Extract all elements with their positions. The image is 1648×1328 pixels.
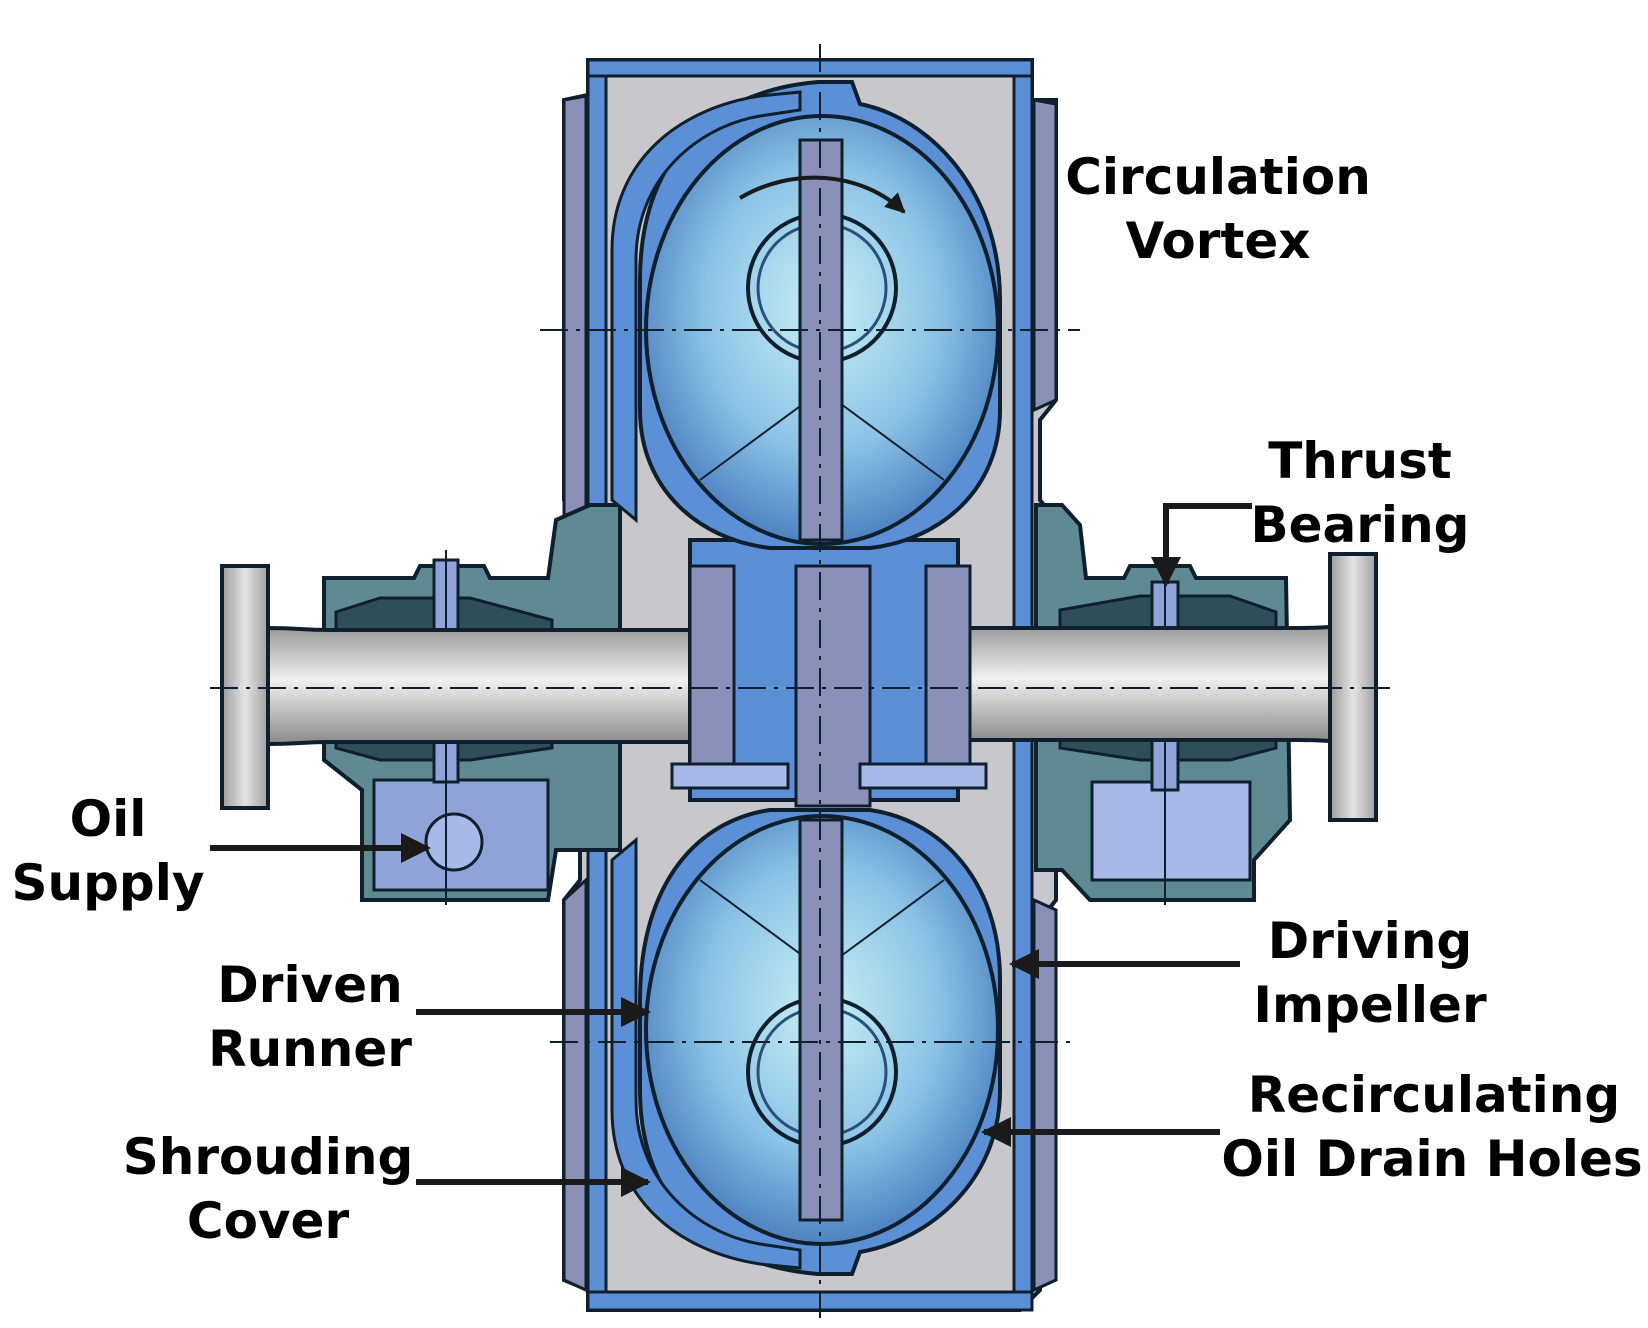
- label-thrust-line2: Bearing: [1251, 496, 1470, 554]
- circulation-arrow: [738, 175, 906, 214]
- label-circulation-line1: Circulation: [1065, 148, 1371, 206]
- callout-arrows: [210, 503, 1252, 1197]
- labels: Circulation Vortex Thrust Bearing Oil Su…: [12, 148, 1643, 1250]
- right-shaft: [918, 623, 1362, 745]
- upper-shroud: [610, 90, 802, 524]
- impeller-hub: [670, 538, 988, 808]
- casing-left-outer-slate: [562, 94, 588, 544]
- casing-bottom-lip: [586, 1290, 1034, 1312]
- shaft-assembly: [220, 552, 1378, 822]
- label-driving-line2: Impeller: [1253, 976, 1487, 1034]
- hub-right-collar: [924, 564, 972, 778]
- hub-bolt-right: [858, 762, 988, 790]
- label-driven-line1: Driven: [217, 956, 402, 1014]
- label-recirc-line2: Oil Drain Holes: [1221, 1130, 1642, 1188]
- label-thrust-line1: Thrust: [1268, 432, 1452, 490]
- label-shrouding-line1: Shrouding: [123, 1128, 414, 1186]
- upper-vortex-chamber: [638, 80, 1002, 550]
- label-driving-line1: Driving: [1268, 912, 1472, 970]
- casing-left-outer-slate-bottom: [562, 876, 588, 1293]
- oil-supply-port: [424, 812, 484, 872]
- casing-right-outer-slate-bottom: [1032, 897, 1058, 1293]
- label-circulation-line2: Vortex: [1125, 212, 1310, 270]
- label-oil-line2: Supply: [12, 854, 205, 912]
- thrust-bearing-arrow: [1151, 503, 1252, 587]
- label-recirc-line1: Recirculating: [1248, 1066, 1620, 1124]
- hub-center-disc: [794, 564, 872, 808]
- casing-right-outer-slate: [1032, 98, 1058, 413]
- label-shrouding-line2: Cover: [187, 1192, 350, 1250]
- right-oil-chamber: [1090, 780, 1252, 882]
- hub-left-collar: [688, 564, 736, 778]
- label-driven-line2: Runner: [208, 1020, 412, 1078]
- centerlines: [210, 44, 1394, 1318]
- casing-top-lip: [586, 58, 1034, 78]
- left-shaft: [266, 625, 702, 747]
- hub-bolt-left: [670, 762, 790, 790]
- label-oil-line1: Oil: [70, 790, 147, 848]
